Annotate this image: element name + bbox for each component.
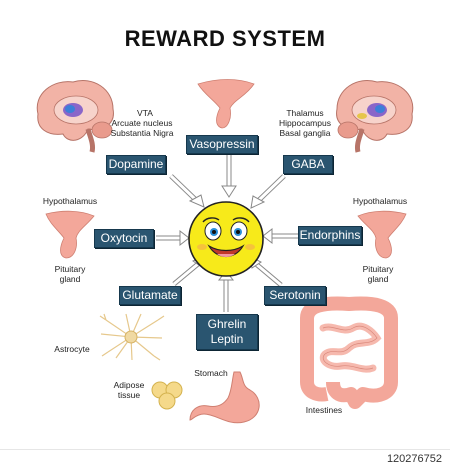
label-pituitary-left-2: gland — [59, 274, 81, 284]
box-ghrelin-leptin: Ghrelin Leptin — [196, 314, 258, 350]
pituitary-right-icon — [357, 210, 407, 259]
stock-id: 120276752 — [386, 453, 442, 465]
label-astrocyte: Astrocyte — [54, 344, 90, 354]
label-stomach: Stomach — [194, 368, 228, 378]
pituitary-left-icon — [45, 210, 95, 259]
label-basal: Basal ganglia — [279, 128, 331, 138]
box-vasopressin: Vasopressin — [186, 135, 258, 154]
box-dopamine: Dopamine — [106, 155, 166, 174]
box-oxytocin: Oxytocin — [94, 229, 154, 248]
page-title: REWARD SYSTEM — [124, 26, 326, 51]
astrocyte-icon — [99, 313, 165, 361]
label-substantia: Substantia Nigra — [110, 128, 174, 138]
label-pituitary-left-1: Pituitary — [54, 264, 86, 274]
stomach-icon — [189, 371, 260, 424]
smiley-face-icon — [188, 201, 264, 277]
brain-right-icon — [336, 80, 414, 153]
label-hypothalamus-right: Hypothalamus — [352, 196, 408, 206]
box-gaba: GABA — [283, 155, 333, 174]
label-hippocampus: Hippocampus — [279, 118, 331, 128]
box-serotonin: Serotonin — [264, 286, 326, 305]
label-pituitary-right-2: gland — [367, 274, 389, 284]
label-hypothalamus-left: Hypothalamus — [42, 196, 98, 206]
brain-left-icon — [36, 80, 114, 153]
label-pituitary-right-1: Pituitary — [362, 264, 394, 274]
label-arcuate: Arcuate nucleus — [111, 118, 173, 128]
pituitary-top-icon — [197, 79, 255, 129]
box-ghrelin-text: Ghrelin — [207, 317, 247, 331]
intestines-icon — [300, 296, 398, 409]
label-intestines: Intestines — [305, 405, 343, 415]
box-leptin-text: Leptin — [210, 332, 244, 346]
adipose-tissue-icon — [151, 381, 183, 410]
footer-strip: 120276752 — [0, 449, 450, 470]
box-glutamate: Glutamate — [119, 286, 181, 305]
label-adipose-1: Adipose — [113, 380, 145, 390]
box-endorphins: Endorphins — [298, 226, 362, 245]
label-vta: VTA — [137, 108, 153, 118]
label-adipose-2: tissue — [117, 390, 141, 400]
label-thalamus: Thalamus — [286, 108, 324, 118]
